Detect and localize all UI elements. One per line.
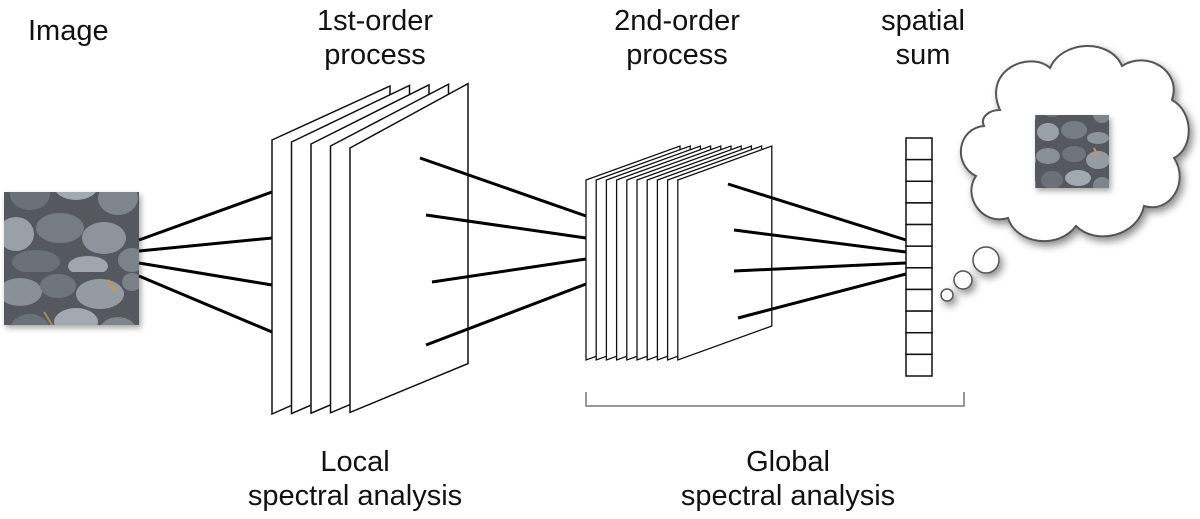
spatial-sum-cell: [905, 137, 933, 161]
label-image: Image: [8, 14, 148, 48]
label-spatial-sum: spatial sum: [858, 4, 988, 72]
spatial-sum-cell: [905, 331, 933, 356]
label-second-order-line1: 2nd-order: [614, 5, 740, 37]
spatial-sum-cell: [905, 353, 933, 377]
second-order-layer: [677, 145, 773, 361]
spatial-sum-cell: [905, 202, 933, 226]
label-first-order-line1: 1st-order: [316, 5, 434, 37]
spatial-sum-cell: [905, 158, 933, 183]
global-bracket: [585, 392, 965, 407]
label-first-order: 1st-order process: [290, 4, 460, 72]
spatial-sum-cell: [905, 223, 933, 247]
label-second-order-line2: process: [626, 39, 728, 71]
label-first-order-line2: process: [324, 39, 426, 71]
spatial-sum-cell: [905, 310, 933, 334]
spatial-sum-cell: [905, 288, 933, 312]
middle-connections: [419, 156, 587, 347]
spatial-sum-cell: [905, 180, 933, 204]
label-spatial-sum-line2: sum: [895, 39, 951, 71]
sum-connections: [727, 182, 907, 320]
label-global-analysis: Global spectral analysis: [628, 445, 948, 513]
first-order-stack: [271, 82, 469, 416]
label-second-order: 2nd-order process: [592, 4, 762, 72]
input-connections: [138, 190, 273, 334]
spatial-sum-cell: [905, 267, 933, 291]
label-global-line2: spectral analysis: [680, 480, 896, 512]
label-spatial-sum-line1: spatial: [881, 5, 965, 37]
label-local-line2: spectral analysis: [247, 480, 463, 512]
recalled-image: [1035, 115, 1109, 188]
label-local-analysis: Local spectral analysis: [205, 445, 505, 513]
spatial-sum-column: [905, 137, 933, 377]
label-global-line1: Global: [746, 446, 830, 478]
spatial-sum-cell: [905, 245, 933, 269]
label-image-text: Image: [28, 15, 109, 47]
input-image: [4, 192, 139, 325]
second-order-stack: [585, 145, 773, 361]
label-local-line1: Local: [320, 446, 390, 478]
